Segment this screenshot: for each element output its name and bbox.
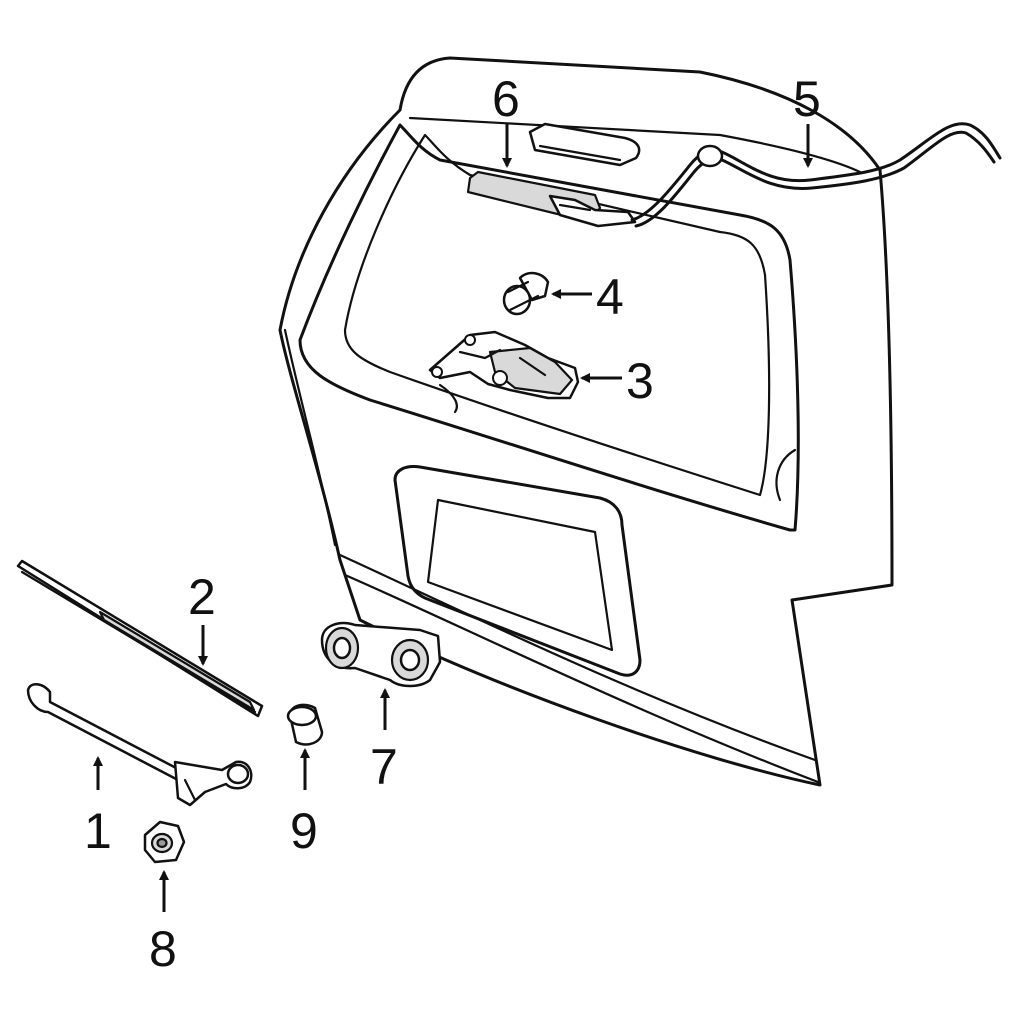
callout-2: 2	[188, 569, 216, 625]
part-1-wiper-arm	[26, 683, 253, 807]
callout-6: 6	[492, 71, 520, 127]
callout-7: 7	[370, 739, 398, 795]
plate-recess-outer	[393, 465, 642, 677]
liftgate-side-contour	[283, 328, 337, 547]
liftgate-lower-edge-2	[343, 573, 820, 784]
part-9-cap	[286, 703, 324, 746]
liftgate-lower-edge	[338, 553, 817, 762]
liftgate	[278, 56, 894, 787]
leader-arrows	[93, 124, 813, 912]
part-4-grommet	[502, 271, 550, 316]
callout-4: 4	[596, 269, 624, 325]
callout-9: 9	[290, 803, 318, 859]
plate-recess-inner	[426, 498, 614, 652]
callout-5: 5	[793, 71, 821, 127]
part-5-washer-hose	[630, 122, 1002, 228]
part-7-seal	[320, 621, 442, 688]
glass-frame-outer	[298, 123, 800, 532]
part-3-wiper-motor	[428, 330, 580, 400]
part-8-nut	[143, 820, 186, 864]
glass-pane	[343, 133, 771, 497]
liftgate-outer-shell	[278, 56, 894, 787]
liftgate-side-bump	[775, 448, 797, 502]
liftgate-inner-lip	[408, 116, 862, 174]
callout-8: 8	[149, 921, 177, 977]
callout-1: 1	[84, 803, 112, 859]
glass-notch	[438, 383, 458, 414]
roof-light-housing	[528, 122, 641, 167]
callout-numbers: 1 2 3 4 5 6 7 8 9	[84, 71, 821, 977]
part-6-washer-bar	[466, 170, 637, 228]
part-2-wiper-blade	[16, 559, 264, 718]
callout-3: 3	[626, 353, 654, 409]
